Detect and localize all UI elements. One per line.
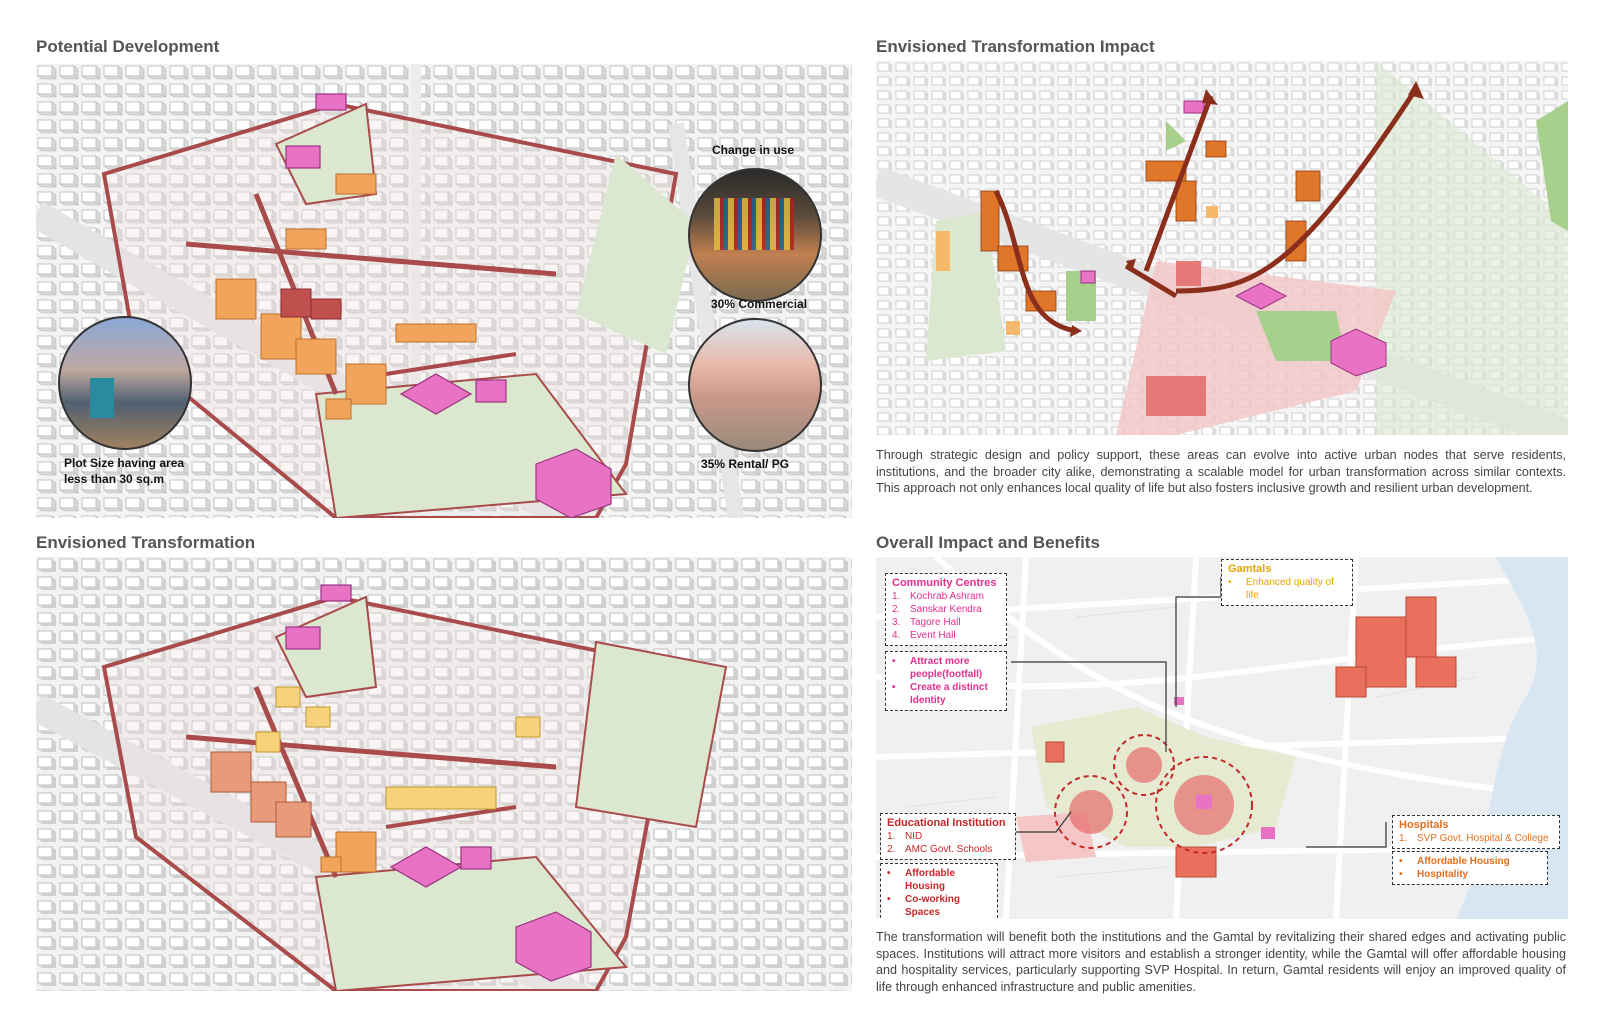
community-benefit-text: Identity <box>910 695 946 706</box>
community-benefit: people(footfall) <box>892 668 1000 681</box>
label-rental: 35% Rental/ PG <box>701 457 790 471</box>
community-benefit-text: Create a distinct <box>910 682 988 693</box>
education-benefit-text: Affordable Housing <box>905 868 955 892</box>
potential-development-map: Change in use 30% Commercial 35% Rental/… <box>36 64 852 518</box>
gamtals-benefit-text: Enhanced quality of life <box>1246 577 1334 601</box>
education-item-text: AMC Govt. Schools <box>905 844 993 855</box>
community-item-text: Tagore Hall <box>910 617 961 628</box>
callout-education-title: Educational Institution <box>887 817 1006 829</box>
benefits-paragraph: The transformation will benefit both the… <box>876 930 1566 994</box>
label-plot-size-1: Plot Size having area <box>64 456 185 470</box>
callout-education: Educational Institution 1. NID 2. AMC Govt… <box>880 813 1016 860</box>
callout-hospitals-title: Hospitals <box>1399 819 1449 831</box>
hospitals-benefit: • Hospitality <box>1399 868 1541 881</box>
hospitals-item-text: SVP Govt. Hospital & College <box>1417 833 1549 844</box>
potential-map-graphic <box>36 64 852 518</box>
label-commercial: 30% Commercial <box>711 297 808 311</box>
transformation-impact-map <box>876 61 1568 435</box>
hospitals-benefit-text: Affordable Housing <box>1417 856 1510 867</box>
shopfront-graphic <box>714 198 794 250</box>
community-item: 1. Kochrab Ashram <box>892 590 1000 603</box>
bullet-icon: • <box>1228 577 1232 588</box>
community-item-num: 3. <box>892 617 901 628</box>
community-benefit: • Create a distinct <box>892 681 1000 694</box>
transformation-map-graphic <box>36 557 852 991</box>
community-item-num: 2. <box>892 604 901 615</box>
bullet-icon: • <box>1399 856 1403 867</box>
community-item-num: 1. <box>892 591 901 602</box>
callout-gamtals: Gamtals • Enhanced quality of life <box>1221 559 1353 606</box>
community-item: 2. Sanskar Kendra <box>892 603 1000 616</box>
photo-rental <box>688 318 822 452</box>
education-item: 1. NID <box>887 830 1009 843</box>
community-benefit: Identity <box>892 694 1000 707</box>
education-benefit: • Affordable Housing <box>887 867 991 893</box>
callout-gamtals-title: Gamtals <box>1228 563 1272 575</box>
education-item-num: 2. <box>887 844 896 855</box>
community-item-text: Kochrab Ashram <box>910 591 984 602</box>
photo-plot-size <box>58 316 192 450</box>
label-plot-size-2: less than 30 sq.m <box>64 472 165 486</box>
callout-hospitals-benefits: • Affordable Housing • Hospitality <box>1392 851 1548 885</box>
envisioned-transformation-map <box>36 557 852 991</box>
callout-community-centres: Community Centres 1. Kochrab Ashram 2. San… <box>885 573 1007 646</box>
impact-map-graphic <box>876 61 1568 435</box>
bullet-icon: • <box>887 868 891 879</box>
bullet-icon: • <box>1399 869 1403 880</box>
community-benefit-text: Attract more <box>910 656 970 667</box>
community-benefit: • Attract more <box>892 655 1000 668</box>
callout-hospitals: Hospitals 1. SVP Govt. Hospital & College <box>1392 815 1560 849</box>
education-benefit-text: Co-working Spaces <box>905 894 960 918</box>
overall-impact-map: Community Centres 1. Kochrab Ashram 2. San… <box>876 557 1568 919</box>
education-item-text: NID <box>905 831 923 842</box>
title-transformation-impact: Envisioned Transformation Impact <box>876 37 1155 56</box>
community-item: 4. Event Hall <box>892 629 1000 642</box>
title-envisioned-transformation: Envisioned Transformation <box>36 533 256 552</box>
title-overall-impact: Overall Impact and Benefits <box>876 533 1100 552</box>
hospitals-item-num: 1. <box>1399 833 1408 844</box>
callout-community-title: Community Centres <box>892 577 997 589</box>
hospitals-benefit-text: Hospitality <box>1417 869 1469 880</box>
community-benefit-text: people(footfall) <box>910 669 983 680</box>
blue-door-graphic <box>90 378 114 418</box>
photo-change-in-use <box>688 168 822 302</box>
education-item: 2. AMC Govt. Schools <box>887 843 1009 856</box>
education-benefit: • Co-working Spaces <box>887 893 991 919</box>
callout-education-benefits: • Affordable Housing • Co-working Spaces <box>880 863 998 919</box>
callout-community-benefits: • Attract more people(footfall) • Create a… <box>885 651 1007 711</box>
hospitals-item: 1. SVP Govt. Hospital & College <box>1399 832 1553 845</box>
impact-paragraph: Through strategic design and policy supp… <box>876 448 1566 496</box>
label-change-in-use: Change in use <box>712 143 795 157</box>
bullet-icon: • <box>892 682 896 693</box>
bullet-icon: • <box>887 894 891 905</box>
community-item-text: Event Hall <box>910 630 956 641</box>
community-item-num: 4. <box>892 630 901 641</box>
hospitals-benefit: • Affordable Housing <box>1399 855 1541 868</box>
gamtals-benefit: • Enhanced quality of life <box>1228 576 1346 602</box>
education-item-num: 1. <box>887 831 896 842</box>
community-item: 3. Tagore Hall <box>892 616 1000 629</box>
bullet-icon: • <box>892 656 896 667</box>
title-potential-development: Potential Development <box>36 37 220 56</box>
community-item-text: Sanskar Kendra <box>910 604 982 615</box>
